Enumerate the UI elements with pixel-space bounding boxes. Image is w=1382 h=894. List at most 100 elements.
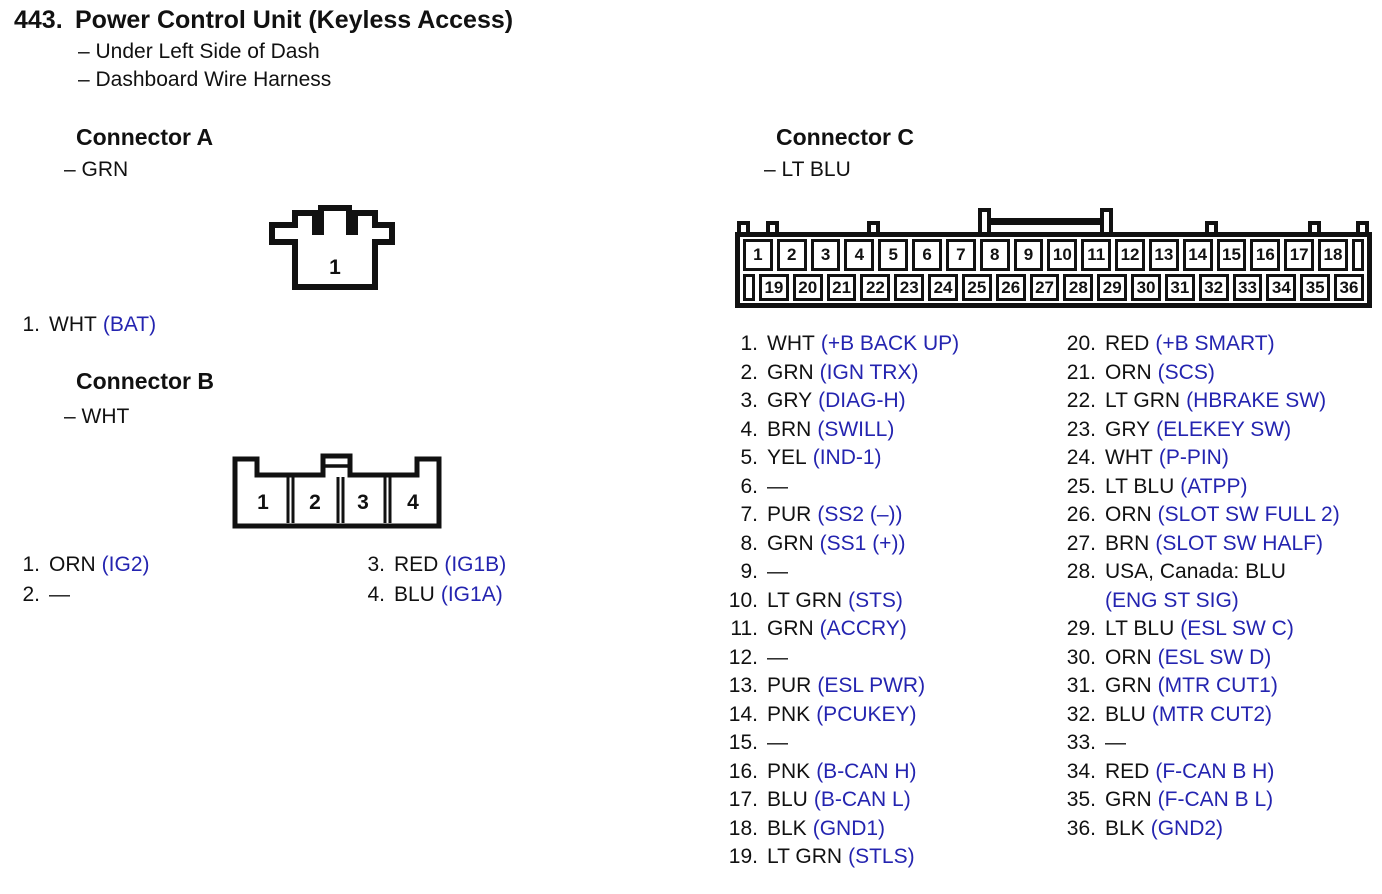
pin-row: 1.WHT(BAT) [18,310,156,340]
connector-c-cavity-9: 9 [1013,239,1044,271]
connector-c-cavity-1: 1 [743,239,773,271]
pin-row: 13.PUR(ESL PWR) [726,672,959,701]
wire-color: USA, Canada: BLU [1105,560,1286,583]
pin-row: 15.— [726,729,959,758]
connector-c-cavity-11: 11 [1081,239,1112,271]
pin-number: 23. [1066,417,1096,441]
connector-c-cavity-14: 14 [1182,239,1213,271]
pin-row: 36.BLK(GND2) [1064,815,1340,844]
connector-b-separators [286,477,392,523]
signal-name: (ESL SW C) [1180,617,1294,640]
pin-number: 1. [22,313,40,336]
connector-c-cavity-16: 16 [1250,239,1281,271]
pin-row: 3.RED(IG1B) [363,550,506,580]
pin-number: 3. [367,553,385,576]
signal-name: (B-CAN H) [816,759,917,783]
location-line: – Under Left Side of Dash [78,40,320,63]
pin-row: 20.RED(+B SMART) [1064,330,1340,359]
pin-number: 29. [1066,617,1096,640]
pin-number: 2. [22,583,40,606]
signal-name: (P-PIN) [1158,446,1229,469]
connector-b-cavity-number: 1 [257,491,269,514]
pin-row: 10.LT GRN(STS) [726,587,959,616]
wire-color: BRN [1105,531,1150,555]
wire-color: PNK [767,759,811,783]
connector-b-drawing: 1 2 3 4 [232,453,442,529]
connector-c-cavity-3: 3 [810,239,841,271]
pin-row: 16.PNK(B-CAN H) [726,758,959,787]
wire-color: — [767,560,788,583]
signal-name: (DIAG-H) [818,389,906,412]
pin-row: 26.ORN(SLOT SW FULL 2) [1064,501,1340,530]
wire-color: LT GRN [1105,389,1181,412]
pin-number: 31. [1066,674,1096,697]
connector-c-cavity-29: 29 [1097,274,1128,301]
pin-number: 4. [367,583,385,606]
signal-name: (SCS) [1157,360,1215,384]
connector-b-color: – WHT [64,405,130,428]
pin-row: 3.GRY(DIAG-H) [726,387,959,416]
connector-b-cavity-number: 4 [407,491,419,514]
wire-color: LT BLU [1105,474,1175,498]
pin-row: 9. — [726,558,959,587]
wire-color: ORN [49,553,96,576]
wire-color: WHT [767,332,815,355]
wire-color: GRN [1105,788,1152,811]
pin-row: 19.LT GRN(STLS) [726,843,959,872]
connector-c-cavity-5: 5 [878,239,909,271]
wire-color: GRY [1105,417,1151,441]
connector-c-cavity-4: 4 [844,239,875,271]
signal-name: (SLOT SW HALF) [1155,531,1323,555]
pin-number: 32. [1066,702,1096,726]
wire-color: GRN [767,360,814,384]
connector-c-cavity-18: 18 [1318,239,1348,271]
pin-row: 25.LT BLU(ATPP) [1064,473,1340,502]
connector-b-heading: Connector B [76,368,214,394]
connector-c-cavity-24: 24 [928,274,958,301]
pin-row: 17.BLU(B-CAN L) [726,786,959,815]
pin-number: 28. [1066,560,1096,583]
wire-color: ORN [1105,645,1152,669]
pin-row: 1.ORN(IG2) [18,550,149,580]
connector-c-cavity-34: 34 [1266,274,1297,301]
connector-c-latch-post-right [1100,208,1113,238]
connector-c-cavity-35: 35 [1300,274,1331,301]
pin-number: 11. [730,617,758,640]
pin-row: 2.GRN(IGN TRX) [726,359,959,388]
signal-name: (F-CAN B H) [1155,759,1275,783]
pin-number: 6. [740,474,758,498]
pin-number: 9. [740,560,758,583]
signal-name: (+B BACK UP) [820,332,960,355]
signal-name: (BAT) [102,313,157,336]
signal-name: (HBRAKE SW) [1186,389,1327,412]
wire-color: BLU [767,788,808,811]
wire-color: BLU [1105,702,1146,726]
connector-b-pin-list-left: 1.ORN(IG2)2.— [18,550,149,610]
signal-name: (SWILL) [817,417,895,441]
signal-name: (F-CAN B L) [1157,788,1274,811]
pin-number: 25. [1066,474,1096,498]
wire-color: BLK [1105,816,1145,840]
wire-color: — [767,645,788,669]
signal-name: (SS1 (+)) [819,531,906,555]
connector-c-cavity-26: 26 [995,274,1026,301]
connector-c-cavity-6: 6 [912,239,942,271]
pin-row: 32.BLU(MTR CUT2) [1064,701,1340,730]
connector-c-cavity-30: 30 [1131,274,1161,301]
signal-name: (IND-1) [812,446,882,469]
pin-row: 14.PNK(PCUKEY) [726,701,959,730]
signal-name: (ESL PWR) [817,674,926,697]
pin-row: 7.PUR(SS2 (–)) [726,501,959,530]
wire-color: GRN [767,531,814,555]
pin-number: 4. [740,417,758,441]
wire-color: PUR [767,503,812,526]
pin-row: 18.BLK(GND1) [726,815,959,844]
wire-color: GRY [767,389,813,412]
connector-c-stub-right [1352,239,1364,271]
pin-row: 21.ORN(SCS) [1064,359,1340,388]
pin-number: 26. [1066,503,1096,526]
